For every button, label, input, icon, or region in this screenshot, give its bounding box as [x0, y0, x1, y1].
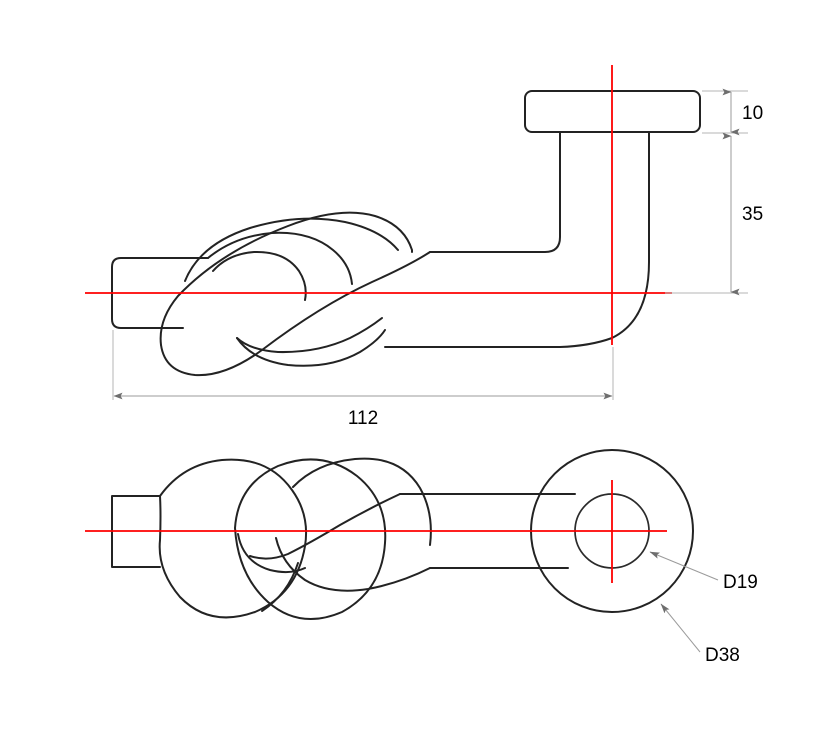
knot-strand-lower-front	[236, 329, 386, 367]
plan-view	[85, 449, 694, 621]
knot-loop-left-outer-plan	[158, 458, 308, 619]
stem-right-wall-hook	[559, 131, 650, 348]
stem-left-wall	[429, 131, 561, 253]
dim-label-112: 112	[348, 408, 378, 429]
dim-label-35: 35	[742, 204, 763, 225]
callout-label-d19: D19	[723, 572, 758, 593]
knot-strand-top-arc	[184, 217, 399, 282]
knot-strand-to-shaft-lower-plan	[275, 537, 431, 592]
side-elevation-view	[85, 65, 701, 377]
knot-strand-diagonal-upper	[159, 211, 413, 346]
callout-label-d38: D38	[705, 645, 740, 666]
vertical-dimensions-group: 10 35	[665, 88, 763, 296]
knot-strand-lower-arc	[236, 317, 383, 354]
knot-strand-upper-plan	[292, 457, 432, 546]
knot-lower-tail-plan	[261, 562, 299, 612]
knot-inner-cross-plan	[237, 533, 306, 574]
leader-line-d38	[660, 603, 701, 653]
dim-label-10: 10	[742, 103, 763, 124]
leader-line-d19	[649, 551, 719, 581]
overall-length-dimension-group: 112	[112, 330, 614, 429]
knot-strand-to-shaft-upper-plan	[249, 493, 401, 560]
knot-strand-upper-front	[207, 231, 353, 285]
knot-strand-diagonal-lower	[160, 251, 431, 377]
knot-loop-second-plan	[234, 458, 387, 621]
callout-leaders-group: D19 D38	[649, 551, 758, 666]
knot-strand-inner-arc	[212, 250, 307, 301]
